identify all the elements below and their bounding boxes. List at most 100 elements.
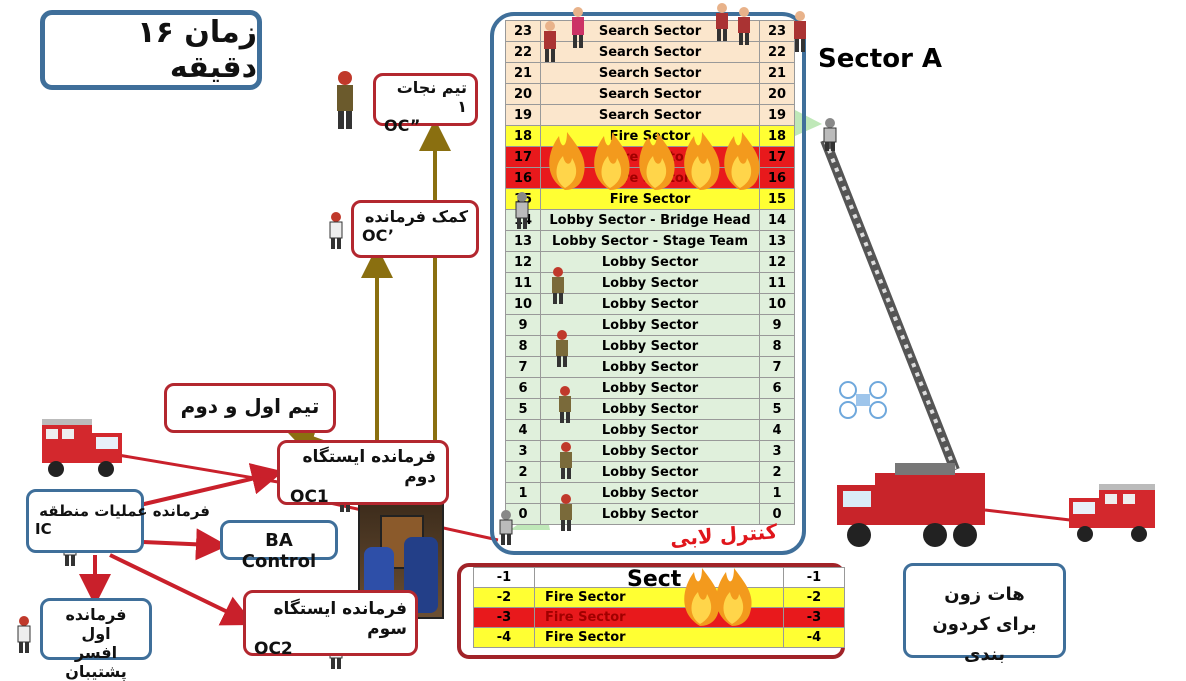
- building-outline: [490, 12, 806, 555]
- floor-sector-label: Search Sector: [540, 62, 760, 84]
- floor-number-left: 20: [505, 83, 541, 105]
- floor-sector-label: Search Sector: [540, 20, 760, 42]
- link-truck-left: [117, 453, 291, 486]
- firefighter-icon: [515, 192, 529, 229]
- floor-number-left: 22: [505, 41, 541, 63]
- floor-number-left: 17: [505, 146, 541, 168]
- floor-number-left: 1: [505, 482, 541, 504]
- floor-number-right: 14: [759, 209, 795, 231]
- time-title: زمان ۱۶ دقیقه: [40, 10, 262, 90]
- area-ops-commander-title: فرمانده عملیات منطقه: [39, 502, 210, 520]
- floor-sector-label: Search Sector: [540, 104, 760, 126]
- civilian-icon: [716, 3, 728, 41]
- firefighter-icon: [823, 118, 837, 151]
- first-commander-title: فرمانده اول: [65, 605, 127, 643]
- flame-icon: [724, 132, 760, 190]
- time-title-text: زمان ۱۶ دقیقه: [137, 15, 257, 85]
- arrow-ic-to-station2: [139, 463, 284, 507]
- floor-sector-label: Lobby Sector: [540, 293, 760, 315]
- floor-number-right: 16: [759, 167, 795, 189]
- floor-number-left: 2: [505, 461, 541, 483]
- floor-number-left: -4: [473, 627, 535, 648]
- floor-number-right: 0: [759, 503, 795, 525]
- floor-sector-label: Lobby Sector: [540, 335, 760, 357]
- fire-truck-left-icon: [42, 419, 122, 477]
- floor-number-right: 20: [759, 83, 795, 105]
- civilian-icon: [794, 11, 806, 52]
- assistant-commander-box: کمک فرمانده OC’: [351, 200, 479, 258]
- assistant-commander-code: OC’: [362, 226, 395, 245]
- ladder: [820, 138, 960, 472]
- floor-number-left: 8: [505, 335, 541, 357]
- ladder-truck-icon: [837, 463, 985, 547]
- area-ops-commander-box: فرمانده عملیات منطقه IC: [26, 489, 210, 553]
- station2-commander-code: OC1: [290, 487, 329, 507]
- floor-number-right: 5: [759, 398, 795, 420]
- floor-number-left: 10: [505, 293, 541, 315]
- floor-number-left: 11: [505, 272, 541, 294]
- flame-icon: [639, 132, 675, 190]
- teams-one-two-box: تیم اول و دوم: [164, 383, 336, 433]
- flame-icon: [549, 132, 585, 190]
- floor-number-left: 7: [505, 356, 541, 378]
- floor-number-right: 8: [759, 335, 795, 357]
- floor-sector-label: Lobby Sector - Stage Team: [540, 230, 760, 252]
- floor-number-right: 4: [759, 419, 795, 441]
- rescue-team-code: OC”: [384, 116, 421, 135]
- firefighter-icon: [499, 510, 513, 545]
- floor-number-left: 16: [505, 167, 541, 189]
- floor-sector-label: Lobby Sector - Bridge Head: [540, 209, 760, 231]
- fire-truck-right-icon: [1069, 484, 1155, 542]
- sector-a-label: Sector A: [818, 44, 943, 74]
- floor-number-right: 13: [759, 230, 795, 252]
- civilian-icon: [544, 21, 556, 62]
- floor-number-left: 5: [505, 398, 541, 420]
- floor-number-left: 12: [505, 251, 541, 273]
- floor-sector-label: Lobby Sector: [540, 440, 760, 462]
- floor-sector-label: Lobby Sector: [540, 272, 760, 294]
- floor-sector-label: Lobby Sector: [540, 251, 760, 273]
- spray-cone-top: [795, 110, 822, 136]
- assistant-commander-title: کمک فرمانده: [364, 207, 468, 226]
- ba-control-title: BA Control: [241, 530, 317, 572]
- civilian-icon: [572, 7, 584, 48]
- drone-icon: [839, 381, 887, 419]
- floor-number-right: 3: [759, 440, 795, 462]
- flame-icon: [594, 132, 630, 190]
- floor-number-right: 9: [759, 314, 795, 336]
- hot-zone-box: هات زون برای کردون بندی: [903, 563, 1066, 665]
- floor-sector-label: Lobby Sector: [540, 503, 760, 525]
- floor-sector-label: Fire Sector: [534, 607, 784, 628]
- link-truck-right: [984, 508, 1071, 522]
- station2-commander-box: فرمانده ایستگاه دوم OC1: [277, 440, 449, 507]
- floor-sector-label: Search Sector: [540, 83, 760, 105]
- firefighter-icon: [552, 267, 564, 304]
- floor-number-left: 23: [505, 20, 541, 42]
- hot-zone-subtitle: برای کردون بندی: [932, 614, 1037, 665]
- civilian-icon: [738, 7, 750, 45]
- station3-commander-box: فرمانده ایستگاه سوم OC2: [243, 590, 418, 659]
- floor-number-left: 0: [505, 503, 541, 525]
- flame-icon: [684, 132, 720, 190]
- floor-number-left: 3: [505, 440, 541, 462]
- floor-number-right: 6: [759, 377, 795, 399]
- floor-number-left: -3: [473, 607, 535, 628]
- firefighter-icon: [337, 71, 353, 129]
- floor-number-right: 7: [759, 356, 795, 378]
- firefighter-icon: [559, 386, 571, 423]
- arrow-ic-to-ba-control: [142, 528, 228, 561]
- firefighter-icon: [17, 616, 31, 653]
- hot-zone-title: هات زون: [944, 584, 1025, 605]
